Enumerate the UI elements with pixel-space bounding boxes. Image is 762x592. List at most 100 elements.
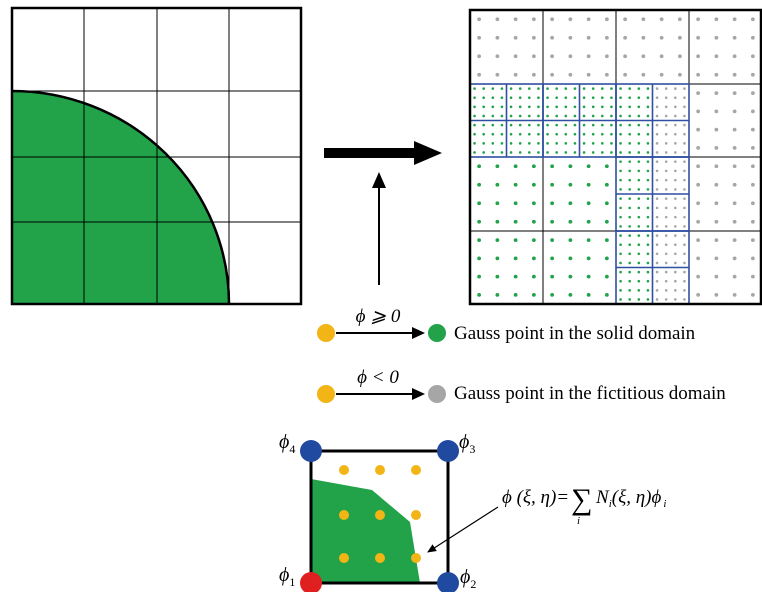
gauss-point	[573, 151, 577, 154]
gauss-point	[582, 142, 586, 145]
gauss-point	[518, 105, 522, 109]
gauss-point	[610, 132, 613, 136]
gauss-point	[473, 87, 476, 90]
gauss-point	[646, 114, 650, 118]
gauss-point	[659, 72, 664, 77]
gauss-point	[696, 35, 701, 40]
gauss-point	[518, 123, 522, 127]
gauss-point	[646, 279, 650, 283]
gauss-point	[683, 252, 686, 256]
gauss-point	[714, 35, 719, 40]
gauss-point	[513, 182, 518, 187]
gauss-point	[683, 206, 686, 210]
gauss-point	[546, 114, 549, 118]
gauss-point	[683, 225, 686, 228]
gauss-point	[637, 114, 641, 118]
gauss-point	[528, 142, 531, 145]
gauss-point	[518, 132, 522, 136]
gauss-point	[655, 87, 659, 90]
gauss-point	[513, 292, 518, 297]
gauss-point	[637, 169, 641, 173]
gauss-point	[750, 238, 755, 243]
gauss-point	[473, 151, 476, 154]
gauss-point	[659, 35, 664, 40]
gauss-point	[473, 142, 476, 145]
gauss-point	[582, 96, 586, 99]
gauss-point	[568, 219, 573, 224]
gauss-point	[546, 132, 549, 136]
gauss-point	[674, 96, 677, 99]
gauss-point	[641, 72, 646, 77]
node-label-2: ϕ2	[460, 566, 476, 591]
gauss-point	[604, 201, 609, 206]
gauss-point	[683, 105, 686, 109]
gauss-point	[732, 182, 737, 187]
gauss-point	[477, 292, 482, 297]
gauss-point	[714, 164, 719, 169]
gauss-point	[750, 17, 755, 22]
gauss-point	[664, 142, 668, 145]
gauss-point	[683, 197, 686, 200]
gauss-point	[619, 188, 622, 191]
gauss-point	[586, 35, 591, 40]
gauss-point	[659, 54, 664, 59]
gauss-point	[674, 114, 677, 118]
gauss-point	[550, 164, 555, 169]
node-label-4: ϕ4	[279, 431, 295, 456]
gauss-point	[531, 238, 536, 243]
gauss-point	[750, 109, 755, 114]
gauss-point	[528, 123, 531, 127]
gauss-point	[674, 87, 677, 90]
gauss-point	[677, 54, 682, 59]
gauss-point	[586, 54, 591, 59]
refined-mesh-border	[468, 8, 762, 306]
gauss-point	[683, 298, 686, 301]
gauss-point	[674, 188, 677, 191]
element-solid-region	[311, 479, 420, 583]
gauss-point	[528, 105, 531, 109]
gauss-point	[646, 215, 650, 219]
gauss-point	[500, 96, 504, 99]
gauss-point	[628, 188, 631, 191]
gauss-point	[714, 54, 719, 59]
gauss-point	[509, 105, 513, 109]
gauss-point	[664, 188, 668, 191]
gauss-point	[619, 105, 622, 109]
gauss-point	[750, 127, 755, 132]
legend-condition-fictitious: ϕ < 0	[357, 367, 399, 388]
gauss-point	[674, 132, 677, 136]
gauss-point	[509, 132, 513, 136]
gauss-point	[664, 96, 668, 99]
gauss-point	[500, 123, 504, 127]
gauss-point	[531, 72, 536, 77]
gauss-point	[513, 201, 518, 206]
gauss-point	[655, 197, 659, 200]
gauss-point	[619, 261, 622, 265]
gauss-point	[555, 151, 558, 154]
gauss-point	[683, 123, 686, 127]
gauss-point	[683, 96, 686, 99]
gauss-point	[537, 151, 540, 154]
gauss-point	[610, 142, 613, 145]
node-4	[300, 440, 322, 462]
gauss-point	[550, 292, 555, 297]
gauss-point	[573, 114, 577, 118]
node-label-3: ϕ3	[459, 431, 475, 456]
gauss-point	[550, 72, 555, 77]
gauss-point	[674, 123, 677, 127]
gauss-point	[628, 160, 631, 163]
mesh-border	[10, 6, 303, 306]
gauss-point	[732, 35, 737, 40]
formula-pointer-arrow	[427, 506, 499, 553]
gauss-point	[628, 289, 631, 292]
gauss-point	[655, 169, 659, 173]
gauss-point	[586, 72, 591, 77]
gauss-point	[537, 142, 540, 145]
node-2	[437, 572, 459, 592]
gauss-point	[628, 178, 631, 182]
gauss-point	[619, 289, 622, 292]
svg-text:Ni(ξ, η)ϕi: Ni(ξ, η)ϕi	[595, 487, 666, 510]
gauss-point	[500, 132, 504, 136]
gauss-point	[664, 151, 668, 154]
gauss-point	[518, 151, 522, 154]
